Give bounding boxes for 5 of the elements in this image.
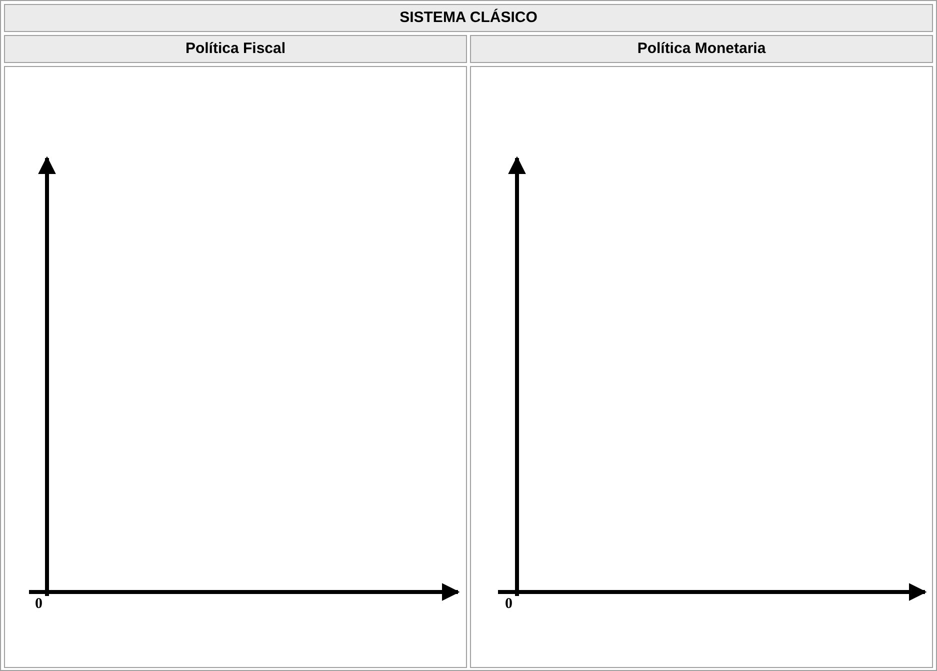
column-header: Política Monetaria: [470, 35, 933, 63]
column-header: Política Fiscal: [4, 35, 467, 63]
origin-label: 0: [505, 597, 512, 612]
origin-label: 0: [35, 597, 42, 612]
table-header: SISTEMA CLÁSICO: [4, 4, 933, 32]
